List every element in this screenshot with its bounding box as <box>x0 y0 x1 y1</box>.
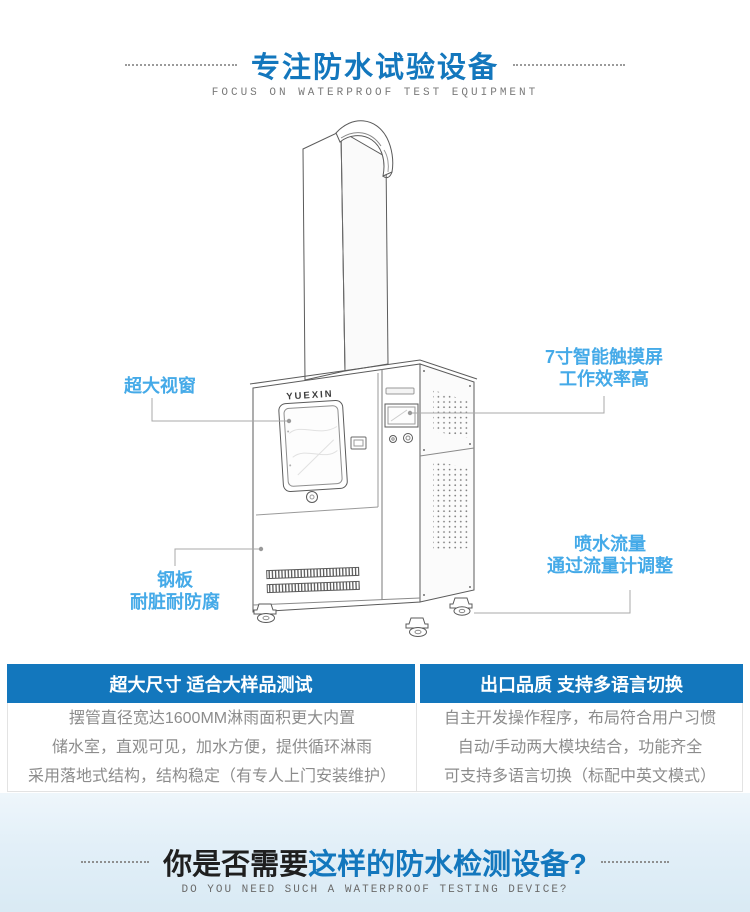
feature-right-line3: 可支持多语言切换（标配中英文模式） <box>443 767 716 785</box>
machine-illustration: YUEXIN <box>151 120 631 637</box>
callout-flow-line1: 喷水流量 <box>574 534 646 554</box>
callout-touchscreen: 7寸智能触摸屏 工作效率高 <box>504 346 704 390</box>
perforation-panel <box>433 390 469 551</box>
brand-logo-text: YUEXIN <box>286 389 334 403</box>
swing-pipe-arc <box>335 120 394 179</box>
header-dotted-line-left <box>124 64 237 66</box>
feature-left-line2: 储水室，直观可见，加水方便，提供循环淋雨 <box>51 738 372 756</box>
callout-steel-line1: 钢板 <box>157 570 193 590</box>
panel-screws <box>423 370 471 596</box>
vent-grille <box>266 566 360 594</box>
feature-title-right-text: 出口品质 支持多语言切换 <box>480 674 683 695</box>
feature-title-left: 超大尺寸 适合大样品测试 <box>7 664 415 703</box>
connector-steel <box>174 548 259 566</box>
control-knob-small <box>389 435 397 443</box>
footer-heading-highlight: 这样的防水检测设备? <box>308 849 587 881</box>
callout-window-label: 超大视窗 <box>124 376 196 396</box>
feature-right-line2: 自动/手动两大模块结合，功能齐全 <box>457 738 703 756</box>
feature-left-line1: 摆管直径宽达1600MM淋雨面积更大内置 <box>68 709 356 727</box>
feature-title-left-text: 超大尺寸 适合大样品测试 <box>109 674 313 695</box>
callout-steel-plate: 钢板 耐脏耐防腐 <box>105 569 245 613</box>
door-knob-inner <box>309 494 315 500</box>
panel-label-strip <box>385 387 415 395</box>
callout-spray-flow: 喷水流量 通过流量计调整 <box>510 533 710 577</box>
connector-flow <box>474 590 631 614</box>
callout-touchscreen-line2: 工作效率高 <box>559 369 649 389</box>
connector-window-dot <box>286 418 292 424</box>
feature-body-left: 摆管直径宽达1600MM淋雨面积更大内置 储水室，直观可见，加水方便，提供循环淋… <box>8 703 417 791</box>
caster-feet <box>253 597 473 637</box>
door-latch <box>350 436 367 450</box>
door-knob <box>306 491 318 503</box>
page-header: 专注防水试验设备 <box>0 44 750 86</box>
feature-body: 摆管直径宽达1600MM淋雨面积更大内置 储水室，直观可见，加水方便，提供循环淋… <box>7 703 743 792</box>
footer-subtitle: DO YOU NEED SUCH A WATERPROOF TESTING DE… <box>181 884 569 896</box>
feature-body-right: 自主开发操作程序，布局符合用户习惯 自动/手动两大模块结合，功能齐全 可支持多语… <box>418 703 742 791</box>
feature-title-right: 出口品质 支持多语言切换 <box>420 664 743 703</box>
footer-dotted-line-right <box>600 861 669 863</box>
connector-touchscreen-dot <box>407 410 413 416</box>
footer-heading-row: 你是否需要这样的防水检测设备? <box>0 841 750 883</box>
callout-touchscreen-line1: 7寸智能触摸屏 <box>544 347 663 367</box>
callout-flow-line2: 通过流量计调整 <box>547 556 673 576</box>
callout-window: 超大视窗 <box>108 375 212 397</box>
control-panel <box>384 387 419 443</box>
page-subtitle: FOCUS ON WATERPROOF TEST EQUIPMENT <box>211 87 539 99</box>
connector-steel-dot <box>258 546 264 552</box>
callout-steel-line2: 耐脏耐防腐 <box>130 592 220 612</box>
connector-touchscreen <box>412 396 605 414</box>
footer-dotted-line-left <box>81 861 150 863</box>
control-knob-large <box>403 433 413 443</box>
footer-heading-prefix: 你是否需要 <box>163 849 309 881</box>
feature-right-line1: 自主开发操作程序，布局符合用户习惯 <box>443 709 716 727</box>
header-dotted-line-right <box>513 64 625 66</box>
connector-window <box>151 398 287 422</box>
footer-banner <box>0 793 750 912</box>
viewing-window: YUEXIN <box>278 389 348 492</box>
page-title: 专注防水试验设备 <box>250 52 499 84</box>
footer-heading: 你是否需要这样的防水检测设备? <box>163 841 587 883</box>
feature-left-line3: 采用落地式结构，结构稳定（有专人上门安装维护） <box>27 767 396 785</box>
callout-connectors <box>151 396 631 614</box>
tower-column <box>302 130 389 381</box>
